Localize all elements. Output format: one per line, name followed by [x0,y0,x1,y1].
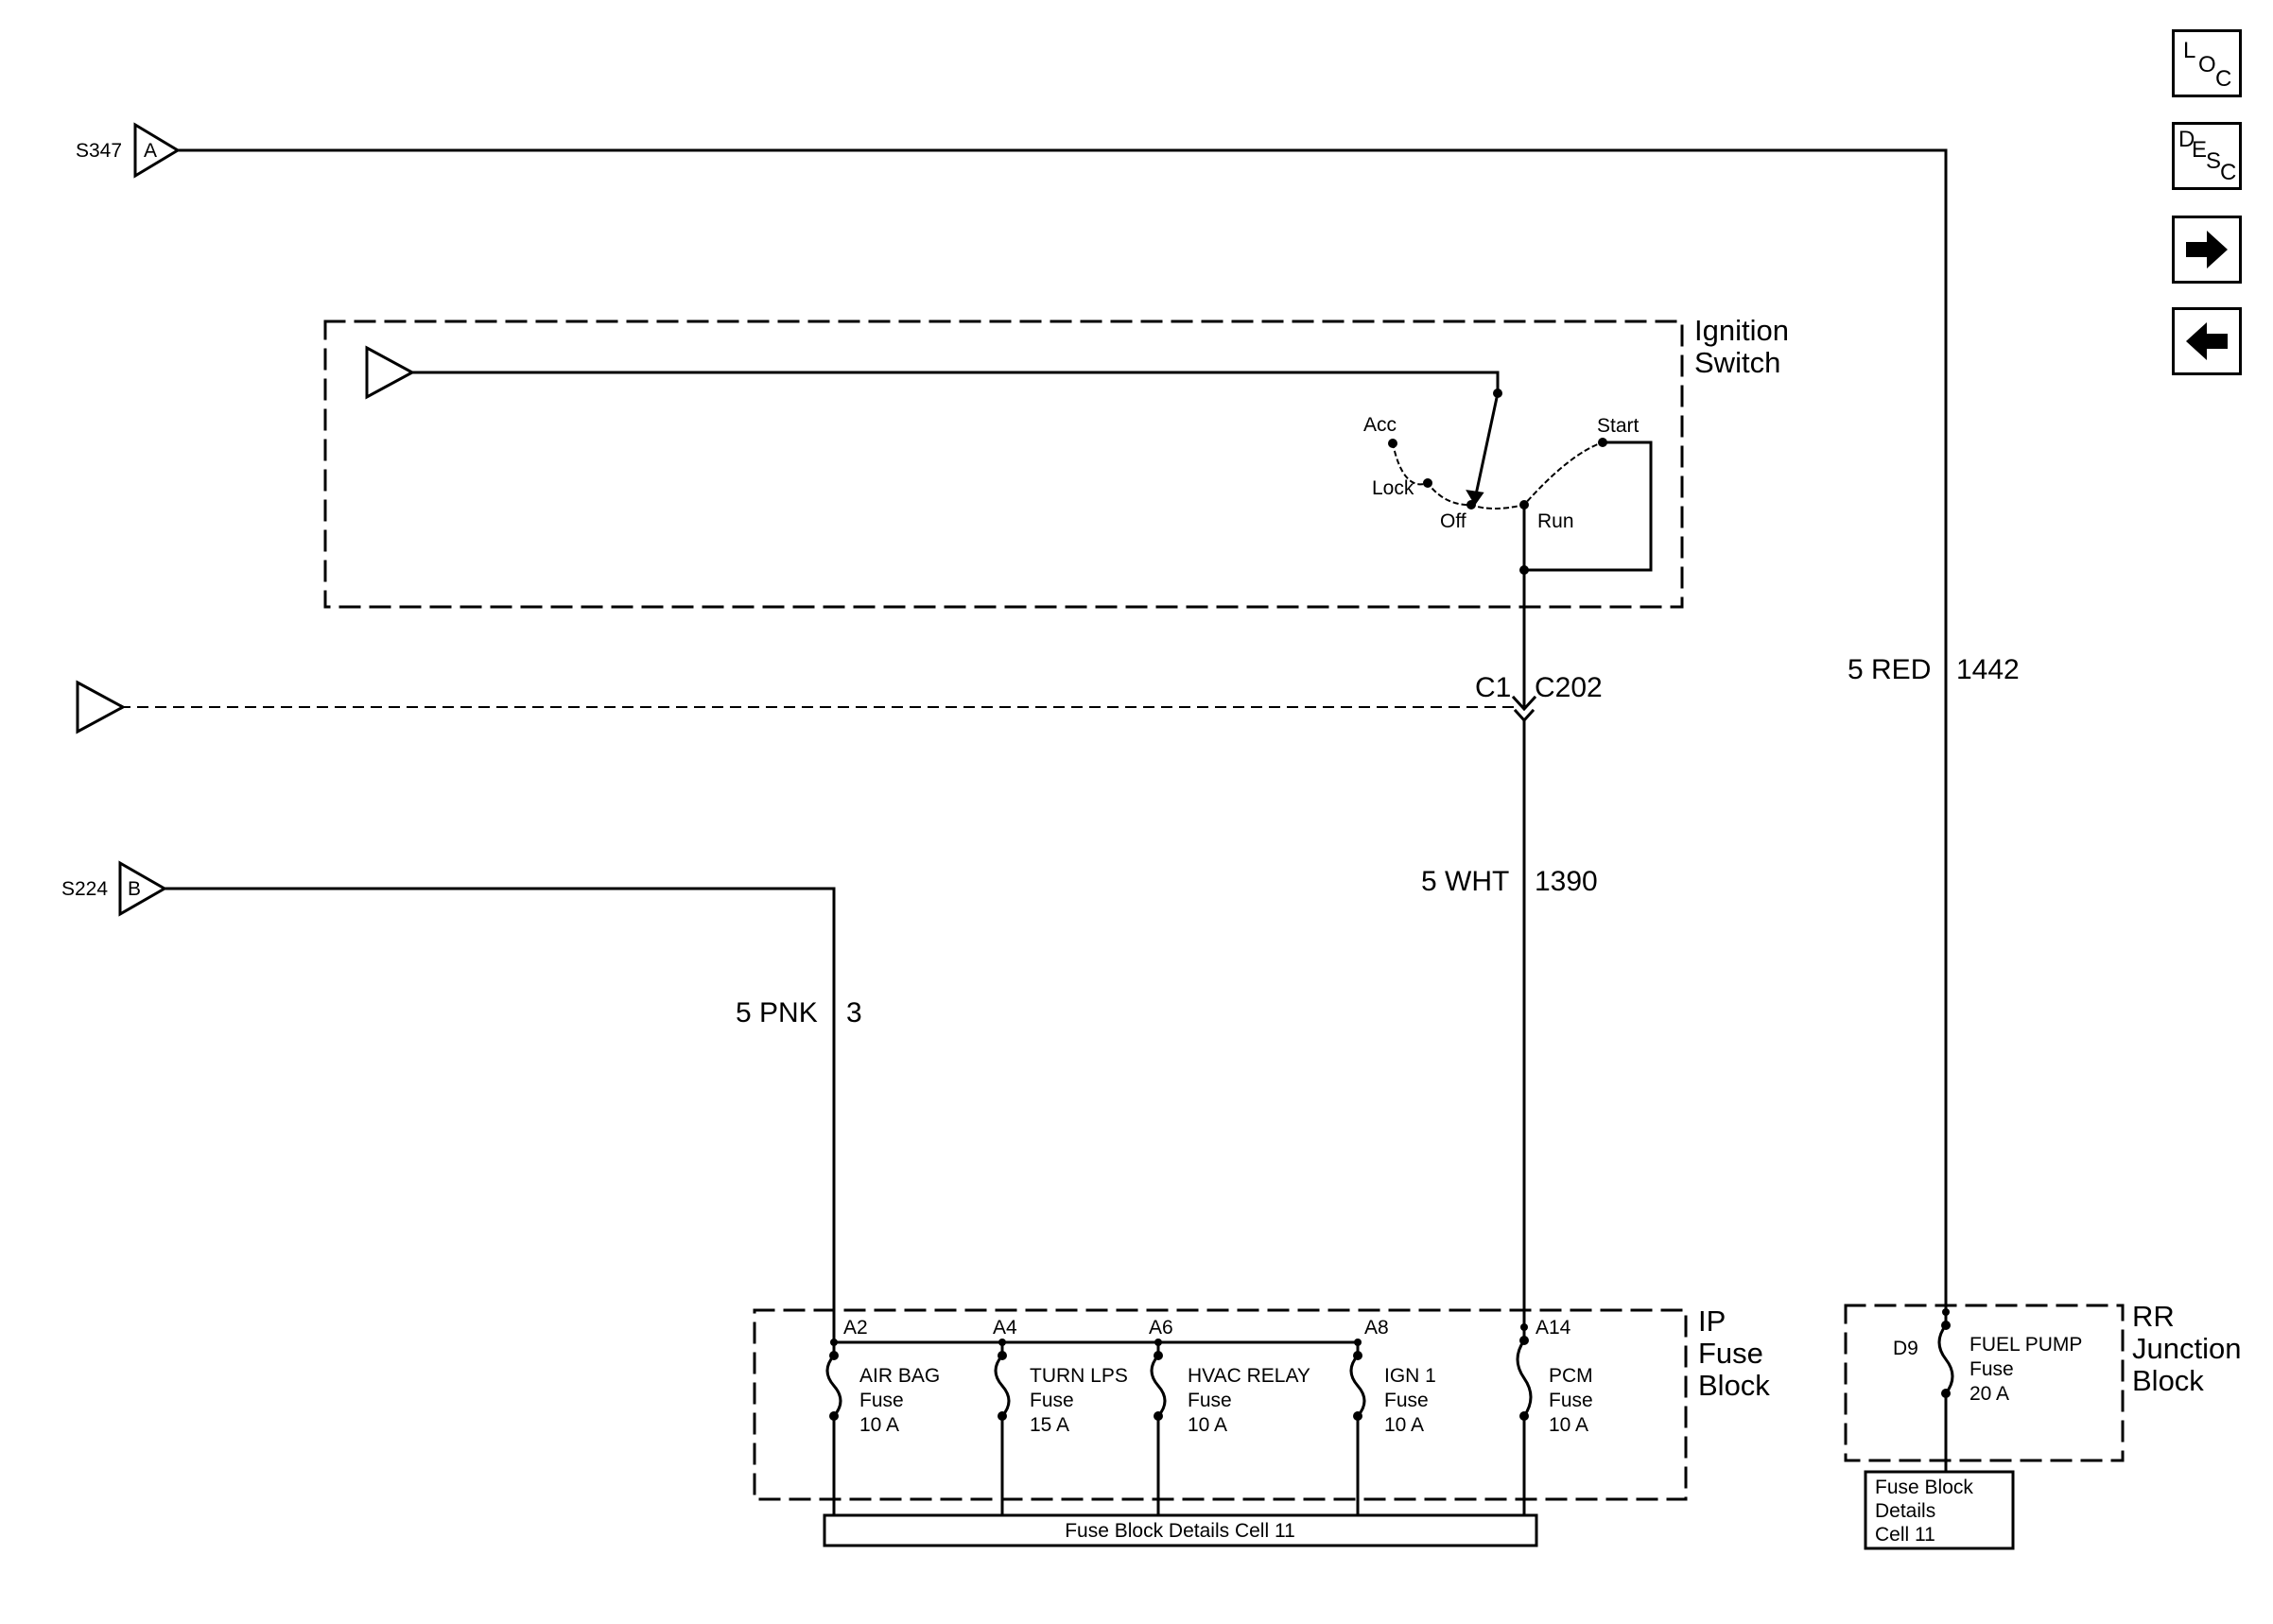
wire-1442 [176,148,1948,1314]
fuse-pin-d9: D9 [1893,1338,1918,1359]
position-lock: Lock [1372,477,1414,499]
ignition-contact-arm [1473,391,1500,501]
loc-letter-o: O [2198,52,2216,78]
ignition-switch-title-line2: Switch [1694,346,1780,379]
fuse-pin-a14: A14 [1536,1317,1571,1339]
fuse-rating-hvac-relay: 10 A [1188,1414,1227,1436]
ip-fuse-block-title-line2: Fuse [1698,1337,1763,1370]
ip-fuse-block-title-line1: IP [1698,1304,1726,1338]
position-run: Run [1537,510,1574,532]
ignition-input-arrow [365,345,416,400]
ignition-switch-box [323,320,1684,609]
wire-3 [163,887,836,1344]
rr-fuse-group [1937,1308,1954,1472]
rr-details-line2: Details [1875,1500,1935,1522]
desc-button[interactable]: D E S C [2172,122,2242,190]
rr-junction-block-box [1844,1304,2125,1462]
fuse-symbol-fuel-pump [1937,1308,1954,1472]
fuse-name-turn-lps: TURN LPS [1030,1365,1128,1387]
fuse-name-pcm: PCM [1549,1365,1593,1387]
splice-s347-letter: A [144,140,157,162]
switch-position-arc [1391,441,1605,510]
fuse-type-air-bag: Fuse [859,1390,904,1411]
ip-fuse-details-label: Fuse Block Details Cell 11 [1065,1520,1295,1542]
fuse-symbol-turn-lps [994,1339,1011,1515]
fuse-type-hvac-relay: Fuse [1188,1390,1232,1411]
connector-pin: C1 [1475,672,1511,703]
wire-3-circuit: 3 [846,997,862,1028]
desc-letter-d: D [2178,127,2195,152]
fuse-rating-pcm: 10 A [1549,1414,1588,1436]
ignition-switch-title-line1: Ignition [1694,314,1789,347]
rr-fuse-details-box [1864,1470,2015,1550]
dashed-wire-arrow [76,680,127,734]
desc-letter-e: E [2192,137,2208,163]
fuse-rating-turn-lps: 15 A [1030,1414,1069,1436]
ignition-contact-dots [1388,389,1607,575]
ip-fuse-block-box [753,1308,1688,1501]
loc-letter-c: C [2215,66,2232,92]
splice-s224-letter: B [128,878,141,900]
ip-fuse-block-title-line3: Block [1698,1369,1770,1402]
splice-s224-id: S224 [61,878,108,900]
splice-s347 [133,122,181,179]
rr-details-line1: Fuse Block [1875,1477,1973,1498]
wire-3-color: 5 PNK [736,997,818,1028]
splice-s347-id: S347 [76,140,122,162]
ip-fuse-group [825,1323,1533,1515]
wire-1442-color: 5 RED [1848,654,1931,685]
fuse-pin-a4: A4 [993,1317,1017,1339]
fuse-name-hvac-relay: HVAC RELAY [1188,1365,1310,1387]
ip-fuse-details-box [823,1513,1538,1547]
wire-1390-circuit: 1390 [1535,866,1598,897]
arrow-right-icon [2186,231,2228,268]
fuse-name-air-bag: AIR BAG [859,1365,940,1387]
start-bypass-wire [1522,441,1653,572]
position-off: Off [1440,510,1466,532]
fuse-rating-ign-1: 10 A [1384,1414,1424,1436]
prev-button[interactable] [2172,307,2242,375]
contact-arrowhead [1466,490,1484,506]
fuse-type-pcm: Fuse [1549,1390,1593,1411]
rr-junction-title-line1: RR [2132,1300,2175,1333]
rr-junction-title-line3: Block [2132,1364,2204,1397]
fuse-symbol-ign-1 [1349,1339,1366,1515]
arrow-left-icon [2186,322,2228,360]
fuse-rating-air-bag: 10 A [859,1414,899,1436]
next-button[interactable] [2172,216,2242,284]
fuse-name-fuel-pump: FUEL PUMP [1969,1334,2082,1356]
loc-letter-l: L [2183,38,2196,63]
splice-s224 [118,860,168,917]
fuse-name-ign-1: IGN 1 [1384,1365,1436,1387]
desc-letter-c: C [2220,160,2237,185]
desc-letter-s: S [2206,148,2222,174]
fuse-symbol-pcm [1516,1323,1533,1515]
fuse-symbol-hvac-relay [1150,1339,1167,1515]
wire-1390-color: 5 WHT [1421,866,1509,897]
loc-button[interactable]: L O C [2172,29,2242,97]
fuse-pin-a2: A2 [843,1317,868,1339]
wire-1442-circuit: 1442 [1956,654,2020,685]
position-acc: Acc [1363,414,1397,436]
fuse-type-fuel-pump: Fuse [1969,1358,2014,1380]
connector-name: C202 [1535,672,1603,703]
position-start: Start [1597,415,1640,437]
fuse-symbol-air-bag [825,1339,842,1515]
rr-details-line3: Cell 11 [1875,1524,1935,1546]
fuse-pin-a6: A6 [1149,1317,1173,1339]
fuse-pin-a8: A8 [1364,1317,1389,1339]
ignition-feed-wire [410,371,1500,395]
fuse-type-ign-1: Fuse [1384,1390,1429,1411]
fuse-rating-fuel-pump: 20 A [1969,1383,2009,1405]
rr-junction-title-line2: Junction [2132,1332,2241,1365]
c202-connector-symbol [1511,695,1537,712]
fuse-type-turn-lps: Fuse [1030,1390,1074,1411]
